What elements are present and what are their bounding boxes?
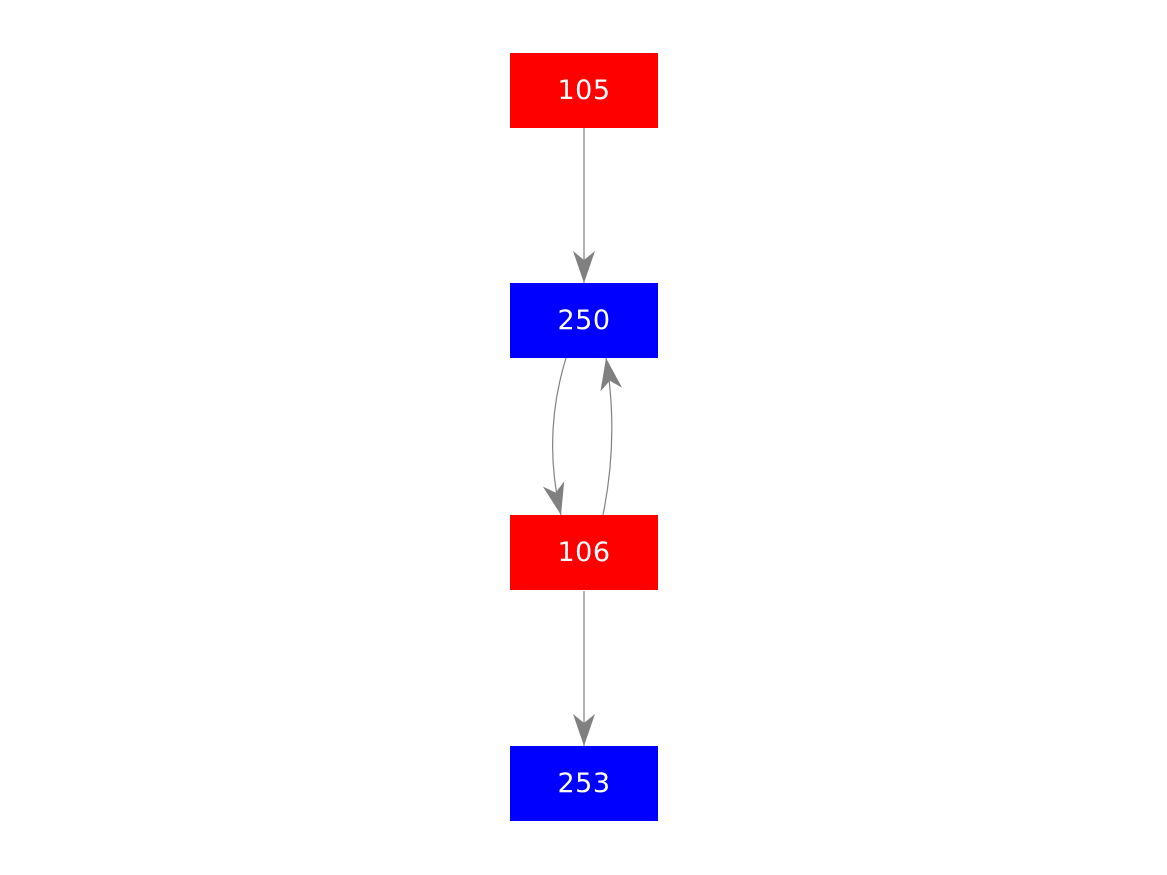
node-250: 250 (510, 283, 658, 358)
node-250-label: 250 (557, 305, 611, 336)
node-253: 253 (510, 746, 658, 821)
node-106: 106 (510, 515, 658, 590)
node-105-label: 105 (557, 75, 611, 106)
edge-106-to-250 (600, 357, 623, 516)
node-105: 105 (510, 53, 658, 128)
node-106-label: 106 (557, 537, 611, 568)
edge-250-to-106 (542, 357, 567, 516)
node-253-label: 253 (557, 768, 611, 799)
